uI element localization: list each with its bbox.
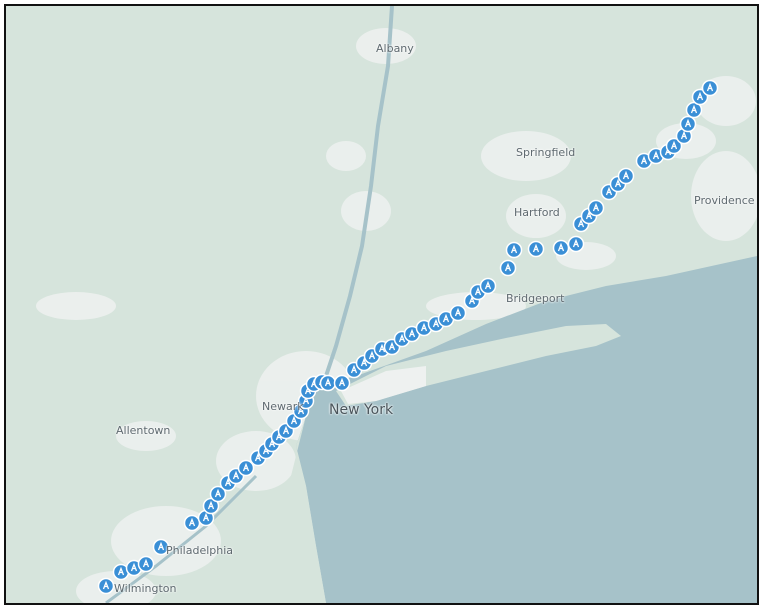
- station-pin-icon[interactable]: [137, 555, 155, 573]
- map-canvas[interactable]: [6, 6, 757, 603]
- station-pin-icon[interactable]: [527, 240, 545, 258]
- station-pin-icon[interactable]: [319, 374, 337, 392]
- station-pin-icon[interactable]: [183, 514, 201, 532]
- station-pin-icon[interactable]: [403, 325, 421, 343]
- ocean: [296, 256, 757, 603]
- station-pin-icon[interactable]: [505, 241, 523, 259]
- station-pin-icon[interactable]: [617, 167, 635, 185]
- label-allentown: Allentown: [116, 424, 171, 437]
- station-pin-icon[interactable]: [685, 101, 703, 119]
- new-jersey-coast: [246, 416, 326, 603]
- station-pin-icon[interactable]: [701, 79, 719, 97]
- station-pin-icon[interactable]: [152, 538, 170, 556]
- label-springfield: Springfield: [516, 146, 576, 159]
- long-island-urban: [341, 366, 426, 404]
- station-pin-icon[interactable]: [635, 152, 653, 170]
- station-pin-icon[interactable]: [552, 239, 570, 257]
- station-pin-icon[interactable]: [499, 259, 517, 277]
- label-providence: Providence: [694, 194, 755, 207]
- station-pin-icon[interactable]: [97, 577, 115, 595]
- label-newark: Newark: [262, 400, 304, 413]
- station-pin-icon[interactable]: [449, 304, 467, 322]
- station-pin-icon[interactable]: [479, 277, 497, 295]
- label-hartford: Hartford: [514, 206, 560, 219]
- station-pin-icon[interactable]: [333, 374, 351, 392]
- station-pin-icon[interactable]: [202, 497, 220, 515]
- delaware-river: [105, 474, 258, 603]
- label-bridgeport: Bridgeport: [506, 292, 565, 305]
- station-pin-icon[interactable]: [665, 137, 683, 155]
- label-albany: Albany: [376, 42, 414, 55]
- station-pin-icon[interactable]: [209, 485, 227, 503]
- station-pin-icon[interactable]: [679, 115, 697, 133]
- station-markers: [97, 79, 719, 595]
- station-pin-icon[interactable]: [567, 235, 585, 253]
- station-pin-icon[interactable]: [237, 459, 255, 477]
- map-container[interactable]: Albany Springfield Hartford Providence B…: [4, 4, 759, 605]
- station-pin-icon[interactable]: [587, 199, 605, 217]
- label-philadelphia: Philadelphia: [166, 544, 234, 557]
- label-new-york: New York: [329, 402, 394, 418]
- hudson-river: [324, 6, 394, 377]
- label-wilmington: Wilmington: [114, 582, 177, 595]
